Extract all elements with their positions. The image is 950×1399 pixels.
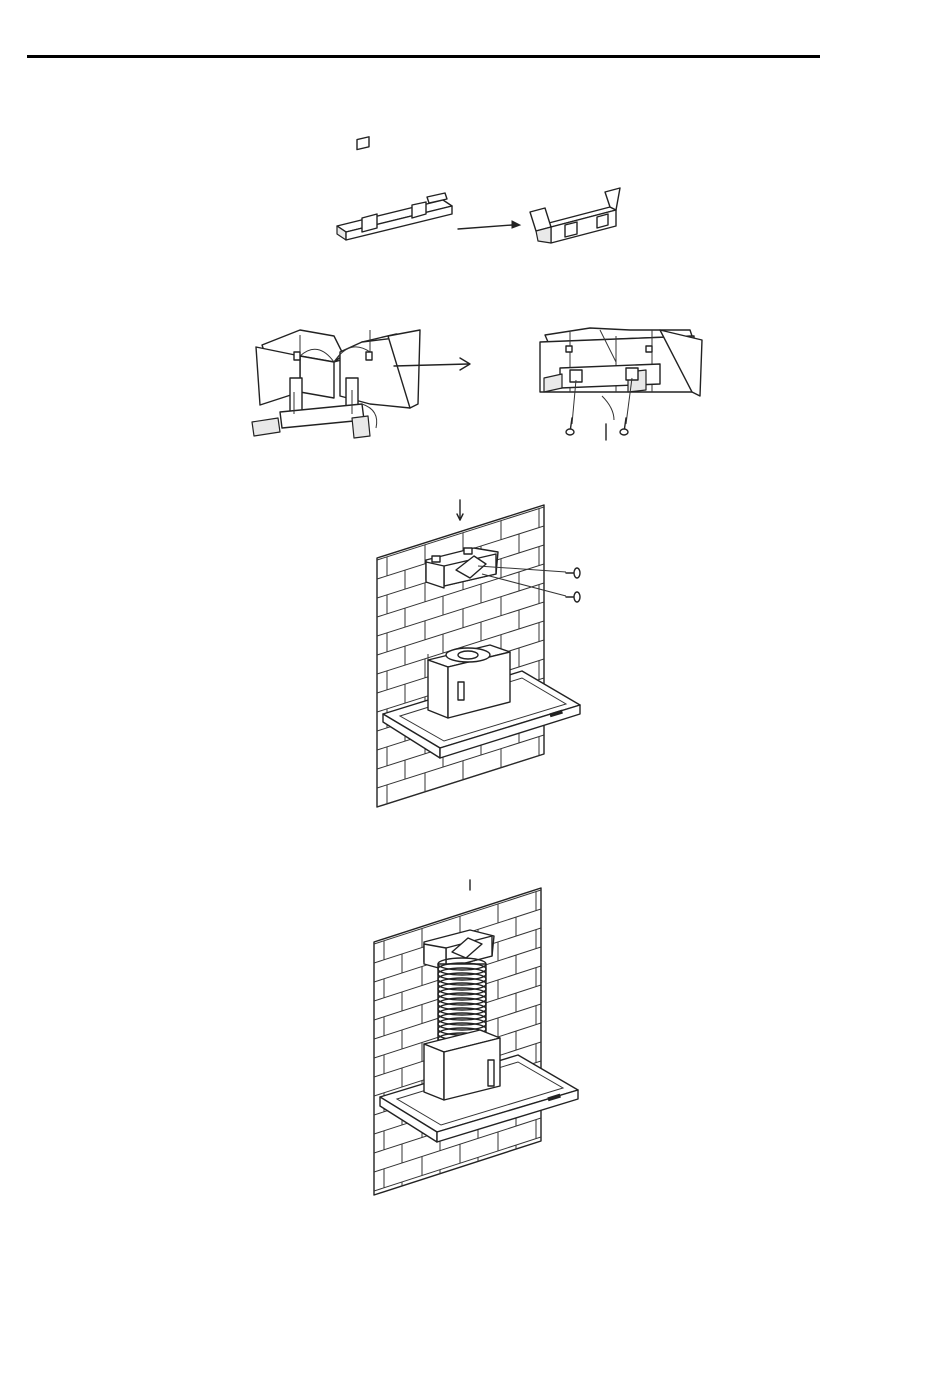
brick-course-line	[374, 1194, 541, 1248]
